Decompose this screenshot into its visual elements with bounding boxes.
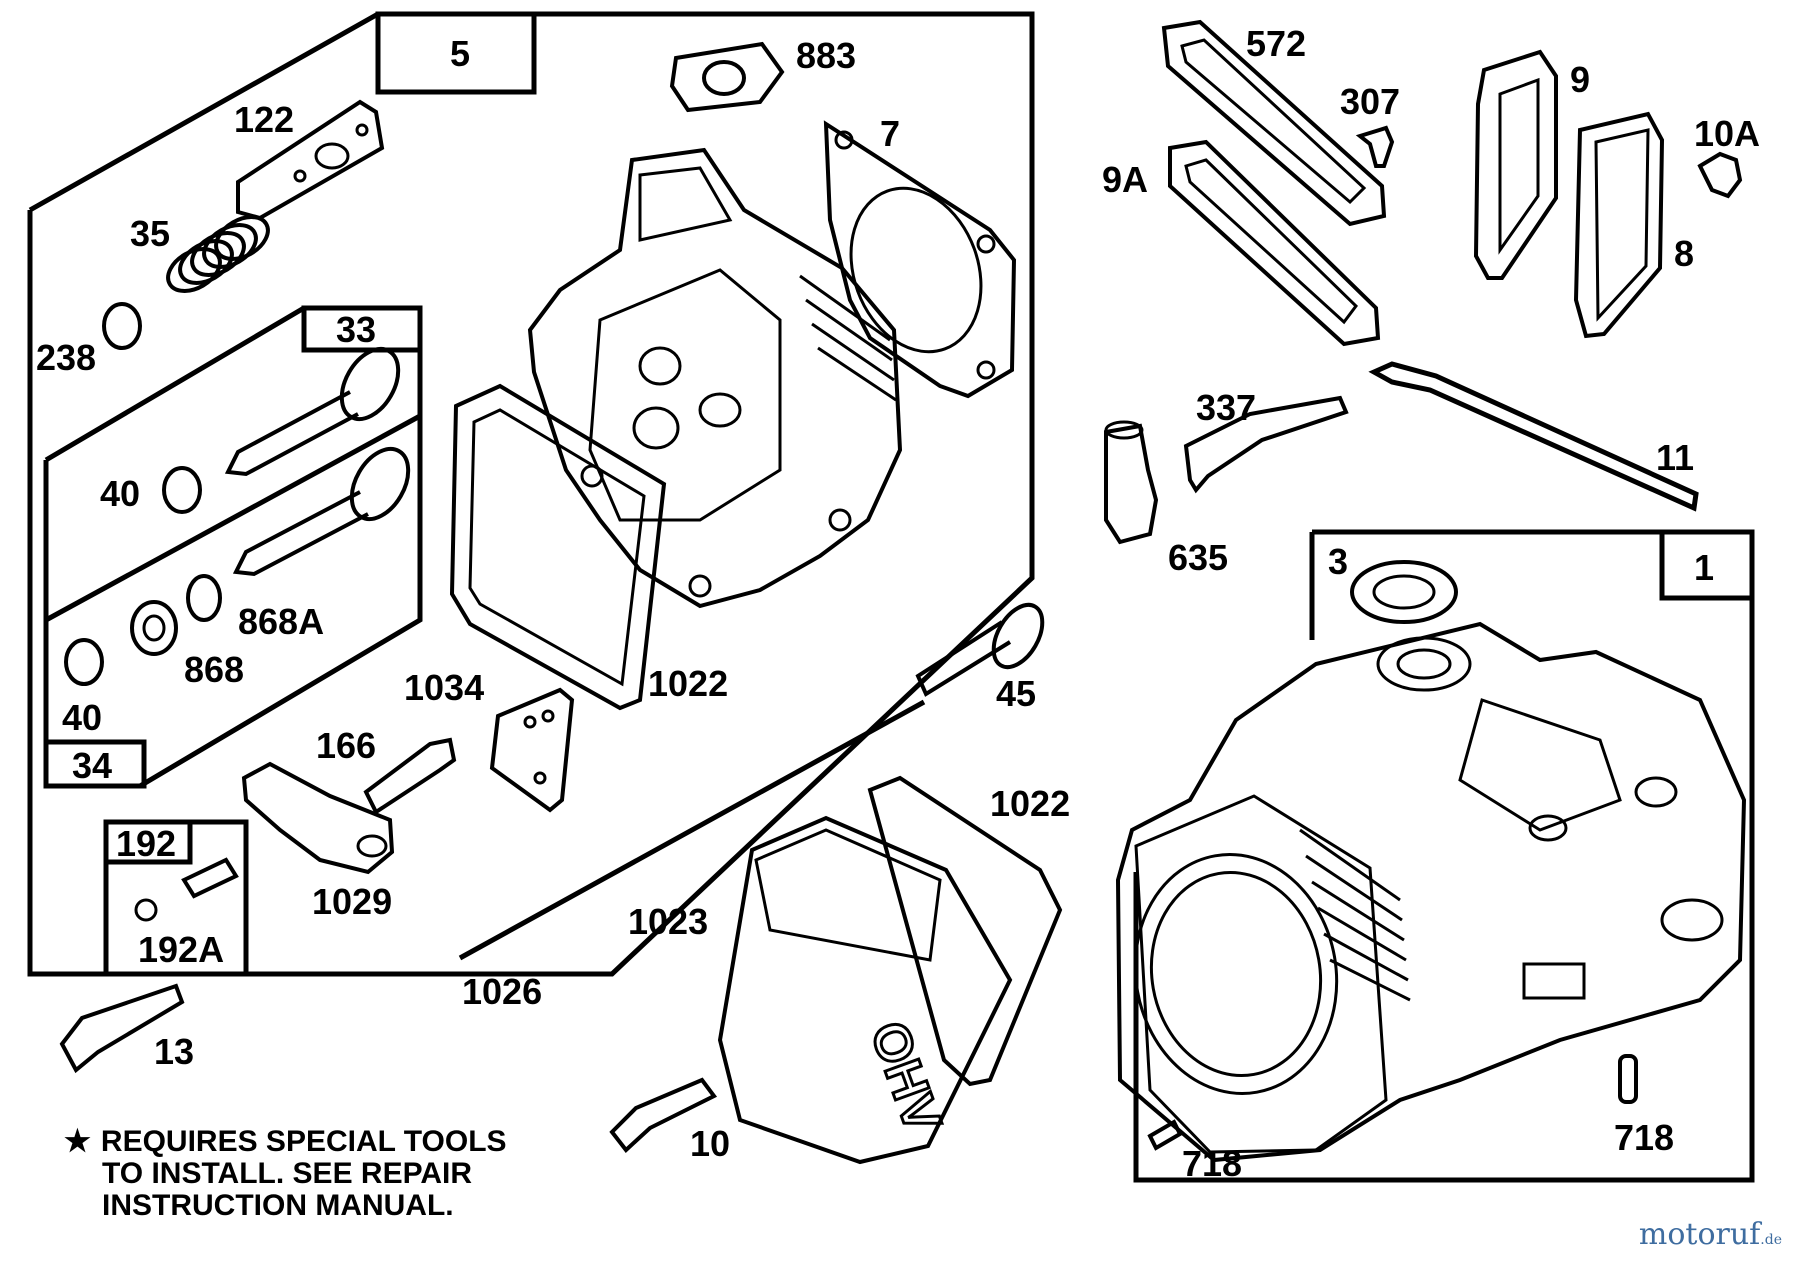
part-192a-fitting bbox=[134, 857, 239, 922]
label-10: 10 bbox=[690, 1123, 731, 1164]
label-1026: 1026 bbox=[462, 971, 543, 1012]
part-9-gasket bbox=[1473, 49, 1558, 280]
label-572: 572 bbox=[1246, 23, 1307, 64]
part-1034-plate bbox=[489, 687, 575, 813]
part-valve-lower bbox=[232, 446, 411, 577]
label-883: 883 bbox=[796, 35, 857, 76]
label-group-5: 5 bbox=[450, 33, 471, 74]
part-883-gasket bbox=[669, 41, 785, 113]
note-line-3: INSTRUCTION MANUAL. bbox=[102, 1189, 454, 1222]
label-13: 13 bbox=[154, 1031, 195, 1072]
part-868a-washer bbox=[186, 574, 222, 622]
label-238: 238 bbox=[36, 337, 97, 378]
label-40-upper: 40 bbox=[100, 473, 141, 514]
label-group-192: 192 bbox=[116, 823, 177, 864]
part-1-engine-block bbox=[1115, 621, 1747, 1163]
part-307-screw bbox=[1355, 125, 1395, 168]
group-5-tag bbox=[375, 11, 537, 95]
label-192a: 192A bbox=[138, 929, 225, 970]
part-40-keeper-lower bbox=[64, 638, 104, 686]
label-group-33: 33 bbox=[336, 309, 377, 350]
part-35-spring bbox=[166, 215, 270, 293]
star-icon: ★ bbox=[64, 1125, 91, 1158]
label-635: 635 bbox=[1168, 537, 1229, 578]
label-45: 45 bbox=[996, 673, 1037, 714]
label-8: 8 bbox=[1674, 233, 1695, 274]
label-307: 307 bbox=[1340, 81, 1401, 122]
part-572-gasket bbox=[1161, 19, 1387, 227]
part-337-spark-plug bbox=[1183, 395, 1349, 494]
part-7-head-gasket bbox=[823, 120, 1017, 399]
label-122: 122 bbox=[234, 99, 295, 140]
label-3: 3 bbox=[1328, 541, 1349, 582]
group-192-tag bbox=[103, 819, 193, 865]
label-11: 11 bbox=[1656, 437, 1695, 478]
label-868: 868 bbox=[184, 649, 245, 690]
part-718-dowel-lower bbox=[1147, 1119, 1183, 1151]
label-1023: 1023 bbox=[628, 901, 709, 942]
part-9a-gasket bbox=[1168, 139, 1381, 347]
label-166: 166 bbox=[316, 725, 377, 766]
label-337: 337 bbox=[1196, 387, 1257, 428]
part-718-dowel-right bbox=[1618, 1054, 1638, 1104]
label-1029: 1029 bbox=[312, 881, 393, 922]
part-cylinder-head bbox=[527, 147, 903, 609]
label-10a: 10A bbox=[1694, 113, 1761, 154]
special-tools-note: ★ REQUIRES SPECIAL TOOLS TO INSTALL. SEE … bbox=[64, 1126, 507, 1222]
label-718-right: 718 bbox=[1614, 1117, 1675, 1158]
label-9: 9 bbox=[1570, 59, 1591, 100]
label-1022-upper: 1022 bbox=[648, 663, 729, 704]
watermark-suffix: .de bbox=[1760, 1232, 1782, 1248]
label-7: 7 bbox=[880, 113, 901, 154]
label-40-lower: 40 bbox=[62, 697, 103, 738]
part-40-keeper-upper bbox=[162, 466, 202, 514]
part-45-tube bbox=[915, 602, 1045, 697]
part-3-oil-seal bbox=[1350, 560, 1458, 624]
part-valve-upper bbox=[224, 346, 401, 477]
part-8-breather bbox=[1573, 111, 1665, 339]
part-10a-screw bbox=[1697, 151, 1743, 199]
label-1022-lower: 1022 bbox=[990, 783, 1071, 824]
watermark: motoruf.de bbox=[1639, 1217, 1782, 1252]
part-1022-rocker-gasket-lower bbox=[867, 775, 1063, 1087]
label-35: 35 bbox=[130, 213, 171, 254]
part-10-bolt bbox=[609, 1077, 718, 1153]
group-1-tag bbox=[1659, 529, 1755, 601]
note-line-1: REQUIRES SPECIAL TOOLS bbox=[100, 1125, 507, 1158]
part-1026-push-rod bbox=[458, 699, 926, 961]
label-9a: 9A bbox=[1102, 159, 1149, 200]
label-868a: 868A bbox=[238, 601, 325, 642]
part-635-boot bbox=[1104, 420, 1159, 545]
group-33-tag bbox=[301, 305, 423, 353]
watermark-text: motoruf bbox=[1638, 1217, 1761, 1252]
group-1-frame bbox=[1133, 529, 1755, 1183]
part-1023-valve-cover bbox=[717, 815, 1013, 1165]
group-33-frame bbox=[43, 305, 423, 789]
part-166-stud bbox=[363, 737, 457, 815]
part-11-tube bbox=[1368, 361, 1699, 512]
label-group-34: 34 bbox=[72, 745, 113, 786]
note-line-2: TO INSTALL. SEE REPAIR bbox=[102, 1157, 473, 1190]
part-868-seal bbox=[130, 600, 178, 656]
part-122-bracket bbox=[236, 99, 385, 221]
part-13-bolt bbox=[59, 983, 185, 1074]
part-238-cap bbox=[102, 302, 142, 350]
label-1034: 1034 bbox=[404, 667, 485, 708]
part-1022-rocker-gasket-upper bbox=[449, 383, 667, 711]
label-group-1: 1 bbox=[1694, 547, 1715, 588]
label-718-lower: 718 bbox=[1182, 1143, 1243, 1184]
group-34-tag bbox=[43, 739, 147, 789]
part-1029-rocker-arm bbox=[241, 761, 395, 875]
